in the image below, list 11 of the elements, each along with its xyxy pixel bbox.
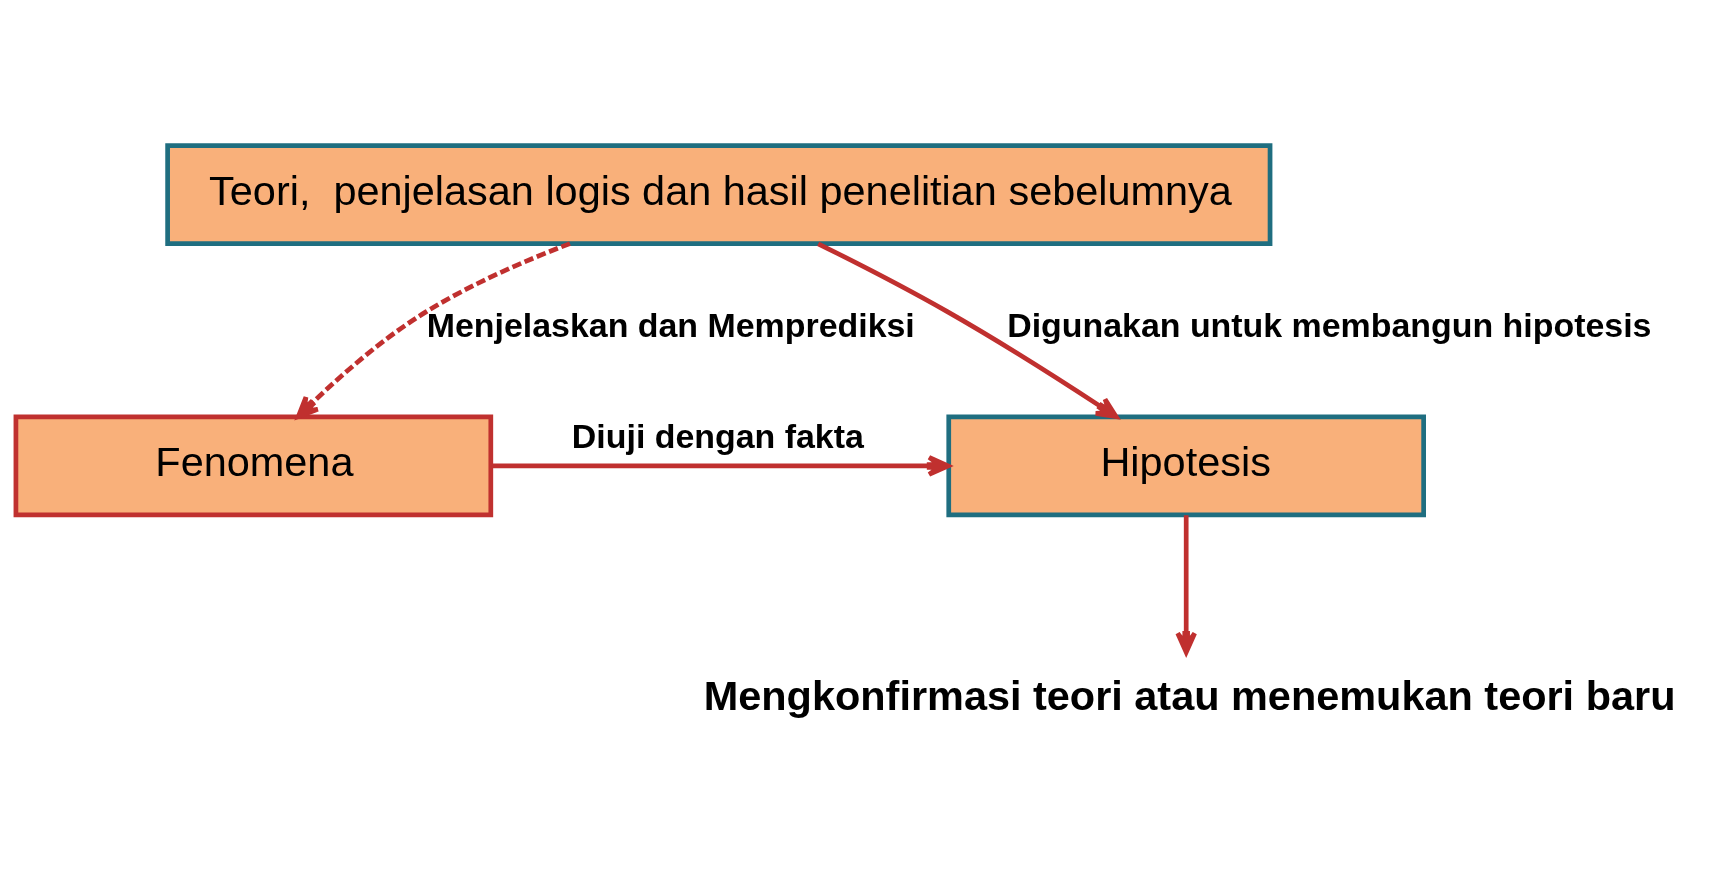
edge-label: Digunakan untuk membangun hipotesis	[1007, 305, 1652, 344]
arrow	[491, 455, 951, 477]
arrow	[817, 241, 1119, 420]
node-box: Fenomena	[13, 414, 494, 518]
node-box: Hipotesis	[946, 414, 1426, 518]
arrow	[1175, 515, 1198, 655]
node-text: Mengkonfirmasi teori atau menemukan teori baru	[703, 672, 1676, 720]
edge-label: Diuji dengan fakta	[571, 416, 864, 455]
edge-label: Menjelaskan dan Memprediksi	[426, 305, 915, 344]
arrow	[296, 241, 571, 419]
node-box: Teori, penjelasan logis dan hasil penelitian sebelumnya	[165, 143, 1273, 246]
